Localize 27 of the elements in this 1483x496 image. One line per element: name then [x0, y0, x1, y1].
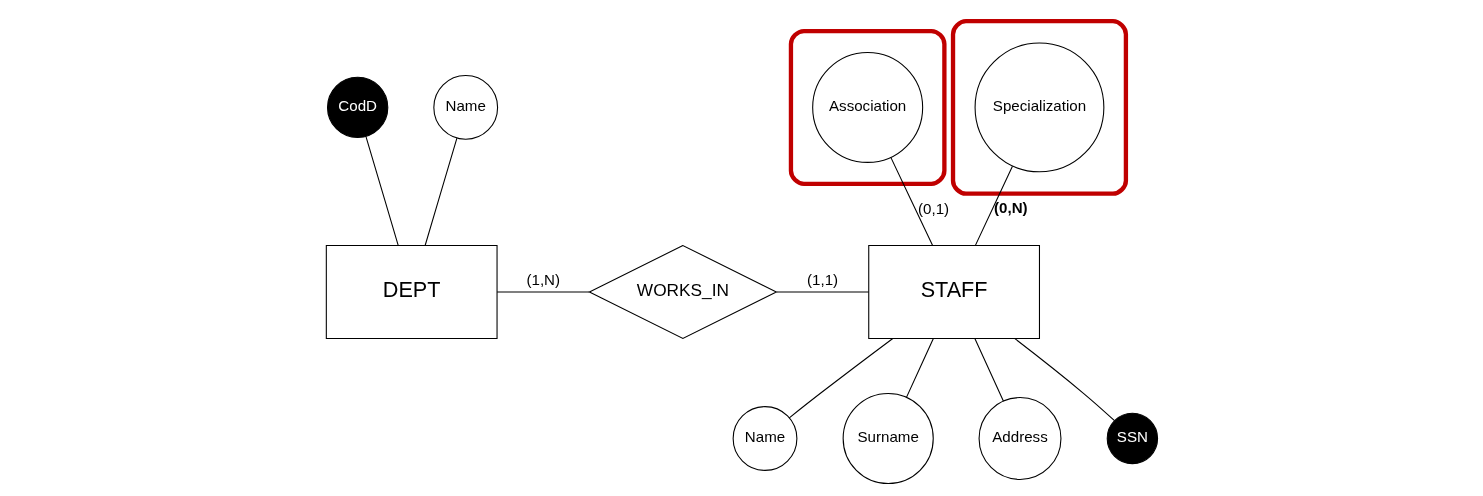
connector — [496, 291, 590, 293]
connector — [775, 291, 869, 293]
node-circle: Address — [978, 397, 1061, 480]
node-circle: CodD — [326, 76, 388, 139]
cluster — [950, 19, 1128, 196]
connector — [364, 136, 399, 246]
connector — [1013, 338, 1115, 421]
edge-label: (0,1) — [917, 200, 949, 218]
edge-label: (0,N) — [993, 199, 1028, 217]
connector — [424, 137, 457, 246]
connector — [889, 156, 933, 246]
node-circle: Name — [732, 406, 797, 471]
connector — [974, 165, 1013, 246]
node-circle: Surname — [842, 392, 934, 485]
connector — [788, 337, 893, 419]
node-circle: Specialization — [974, 42, 1104, 173]
cluster — [788, 28, 947, 186]
edge-label: (1,1) — [806, 270, 838, 288]
node-box: STAFF — [867, 244, 1040, 339]
node-diamond: WORKS_IN — [587, 244, 778, 340]
edge-label: (1,N) — [525, 270, 560, 288]
node-circle: Association — [811, 51, 923, 163]
node-circle: Name — [432, 75, 498, 140]
connector — [905, 338, 934, 398]
node-circle: SSN — [1106, 412, 1158, 465]
node-box: DEPT — [325, 244, 498, 339]
connector — [973, 338, 1004, 402]
